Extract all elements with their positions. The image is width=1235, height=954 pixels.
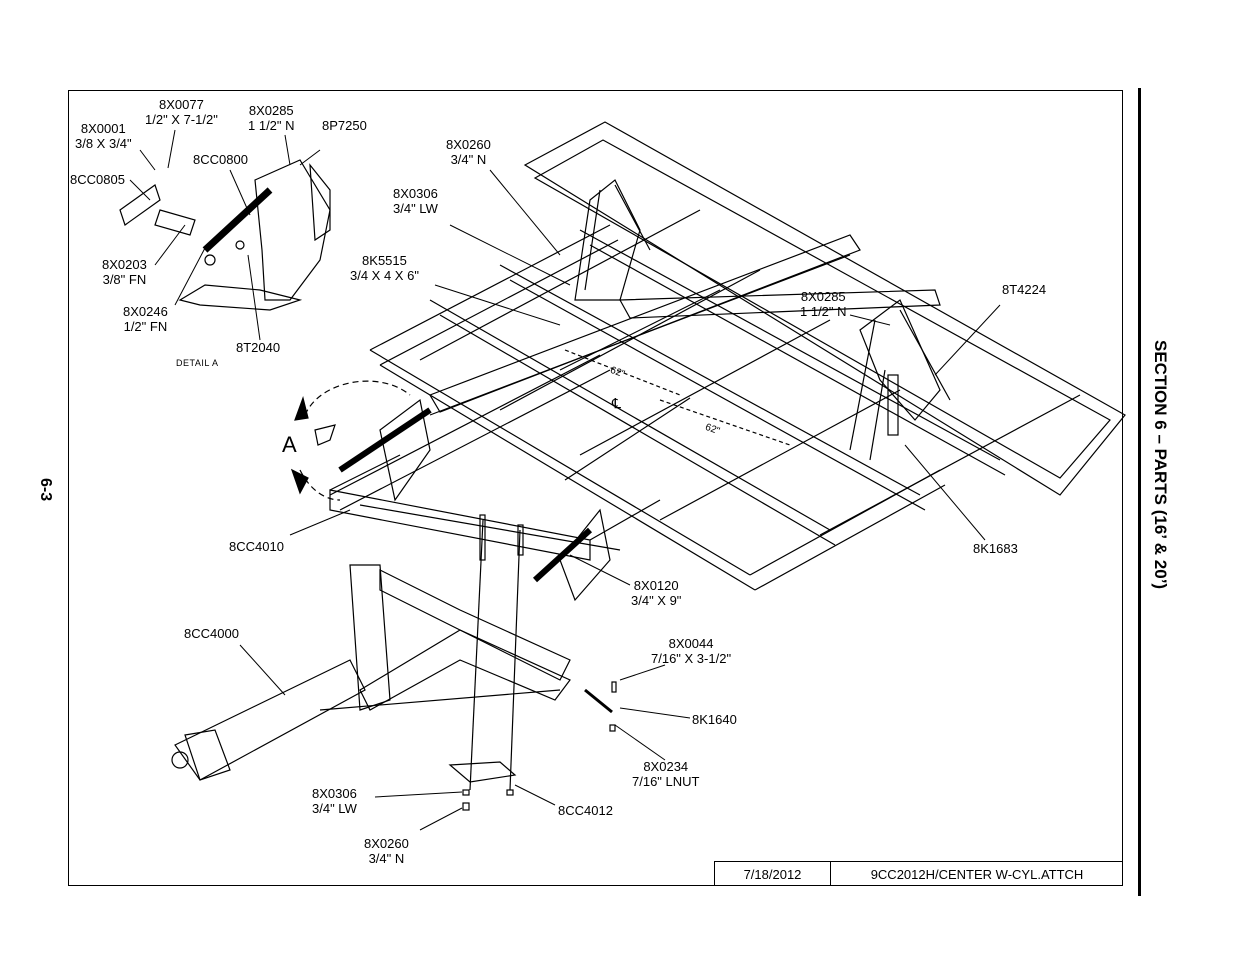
- title-block-drawing-name: 9CC2012H/CENTER W-CYL.ATTCH: [870, 866, 1084, 882]
- part-label-8P7250: 8P7250: [322, 118, 367, 133]
- main-frame: [329, 121, 1126, 591]
- detail-a-label: DETAIL A: [176, 358, 219, 368]
- part-label-8T2040: 8T2040: [236, 340, 281, 355]
- callout-arc: [304, 380, 411, 416]
- part-label-8CC4012: 8CC4012: [558, 803, 613, 818]
- hitch-plate: [448, 514, 524, 811]
- sidebar-rule: [1138, 88, 1141, 896]
- leader-lines: [129, 129, 1001, 831]
- part-label-8CC0800: 8CC0800: [193, 152, 248, 167]
- detail-callout-letter: A: [282, 432, 297, 457]
- part-label-8T4224: 8T4224: [1002, 282, 1047, 297]
- cylinder-assembly: [338, 398, 611, 602]
- bolt-hardware: [584, 681, 617, 732]
- part-label-8K1683: 8K1683: [973, 541, 1018, 556]
- part-label-8CC4010: 8CC4010: [229, 539, 284, 554]
- hitch-tongue: [171, 564, 571, 781]
- part-label-8CC0805: 8CC0805: [70, 172, 125, 187]
- drawing-frame: [68, 90, 1123, 886]
- detail-a: [119, 159, 331, 311]
- mast-assembly: [574, 179, 951, 461]
- title-block: 7/18/2012 9CC2012H/CENTER W-CYL.ATTCH: [714, 861, 1123, 886]
- part-label-8K1640: 8K1640: [692, 712, 737, 727]
- part-label-8CC4000: 8CC4000: [184, 626, 239, 641]
- title-block-date: 7/18/2012: [715, 862, 831, 886]
- centerline-symbol: ℄: [612, 395, 621, 411]
